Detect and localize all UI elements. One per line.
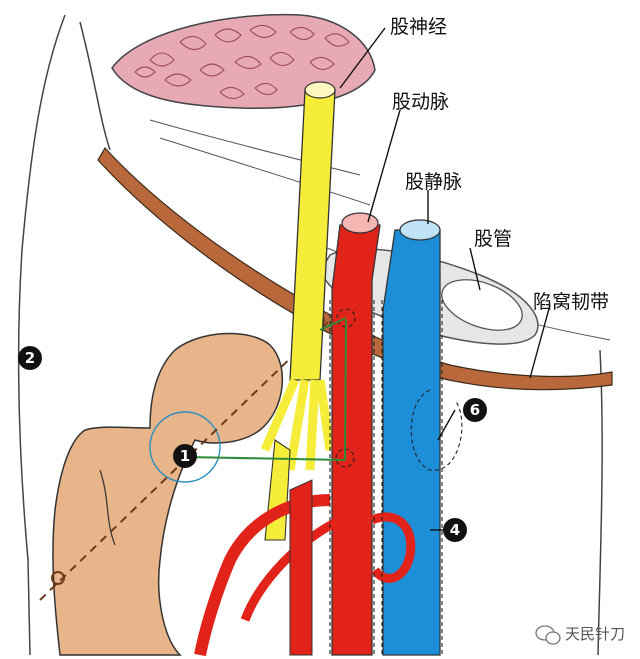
marker-4: 4 (443, 518, 467, 542)
femoral-vein (383, 220, 440, 655)
marker-1: 1 (173, 444, 197, 468)
watermark: 天民针刀 (536, 625, 625, 644)
label-femoral-artery: 股动脉 (392, 91, 449, 113)
label-femoral-canal: 股管 (474, 228, 512, 250)
marker-2-text: 2 (25, 349, 35, 367)
marker-2: 2 (18, 346, 42, 370)
marker-6-text: 6 (470, 401, 480, 419)
watermark-text: 天民针刀 (565, 625, 625, 643)
wechat-icon (536, 626, 560, 644)
label-lacunar-ligament: 陷窝韧带 (533, 291, 609, 313)
marker-4-text: 4 (450, 521, 460, 539)
marker-1-text: 1 (180, 447, 190, 465)
marker-6: 6 (463, 398, 487, 422)
femoral-nerve (265, 82, 335, 540)
label-femoral-vein: 股静脉 (405, 171, 462, 193)
label-femoral-nerve: 股神经 (390, 16, 447, 38)
